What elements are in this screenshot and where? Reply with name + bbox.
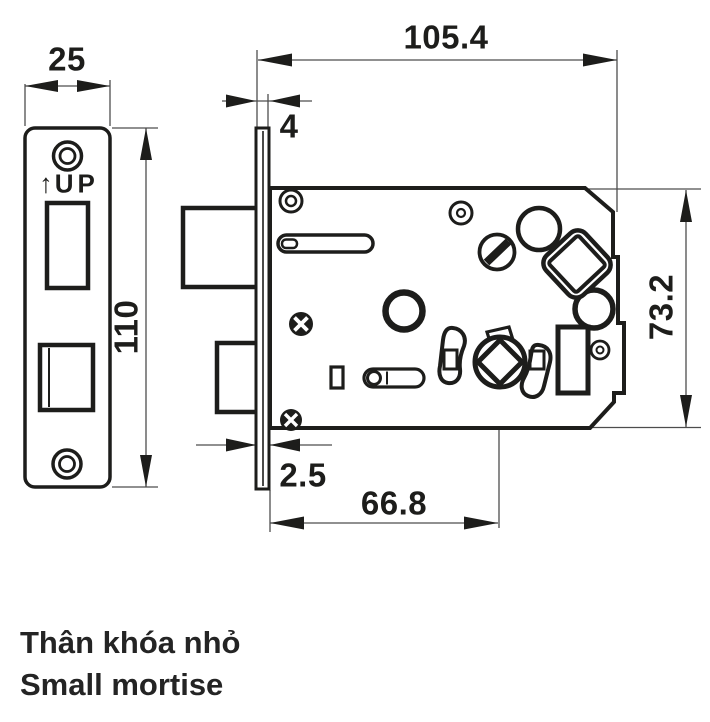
faceplate-front-view bbox=[23, 126, 112, 489]
latch-bolt bbox=[180, 205, 262, 290]
small-window bbox=[329, 365, 345, 390]
dim-faceplate-height: 110 bbox=[107, 299, 145, 355]
pin-hole-right-icon bbox=[589, 339, 611, 361]
dimension-arrowheads bbox=[25, 53, 692, 530]
cylinder-hole-round bbox=[515, 205, 563, 253]
center-hole bbox=[382, 289, 426, 333]
dim-faceplate-thickness: 2.5 bbox=[279, 456, 327, 494]
lever-spring-left bbox=[437, 325, 467, 386]
up-label: UP bbox=[54, 168, 99, 199]
square-hub bbox=[541, 228, 613, 300]
up-arrow-icon: ↑ bbox=[39, 168, 53, 199]
dim-body-length: 105.4 bbox=[403, 18, 489, 56]
caption-vietnamese: Thân khóa nhỏ bbox=[20, 625, 241, 660]
deadbolt-opening bbox=[37, 342, 96, 413]
screw-hole-top-icon bbox=[51, 140, 84, 172]
dim-faceplate-width: 25 bbox=[48, 40, 86, 78]
screw-hole-bottom-icon bbox=[51, 448, 83, 480]
deadbolt bbox=[214, 340, 262, 415]
pin-hole-top-icon bbox=[448, 200, 474, 226]
dim-body-height: 73.2 bbox=[642, 273, 680, 341]
latch-opening bbox=[44, 200, 91, 291]
lever-spring-right bbox=[519, 342, 553, 399]
caption-english: Small mortise bbox=[20, 667, 224, 702]
lock-body-side-view bbox=[180, 126, 626, 491]
adjust-slot-bottom bbox=[362, 367, 426, 389]
phillips-screw-bottom-icon bbox=[280, 409, 302, 431]
phillips-screw-mid-icon bbox=[289, 312, 313, 336]
lower-round-hole bbox=[572, 287, 616, 331]
slotted-screw-icon bbox=[477, 232, 517, 272]
right-slot-window bbox=[555, 324, 591, 396]
up-marking: ↑UP bbox=[39, 168, 99, 199]
spindle-follower bbox=[472, 325, 528, 390]
dim-faceplate-offset: 4 bbox=[279, 107, 299, 145]
adjust-slot-top bbox=[276, 233, 375, 254]
caption: Thân khóa nhỏ Small mortise bbox=[20, 622, 240, 706]
dim-backset: 66.8 bbox=[360, 484, 428, 522]
mount-screw-top-icon bbox=[278, 188, 304, 214]
